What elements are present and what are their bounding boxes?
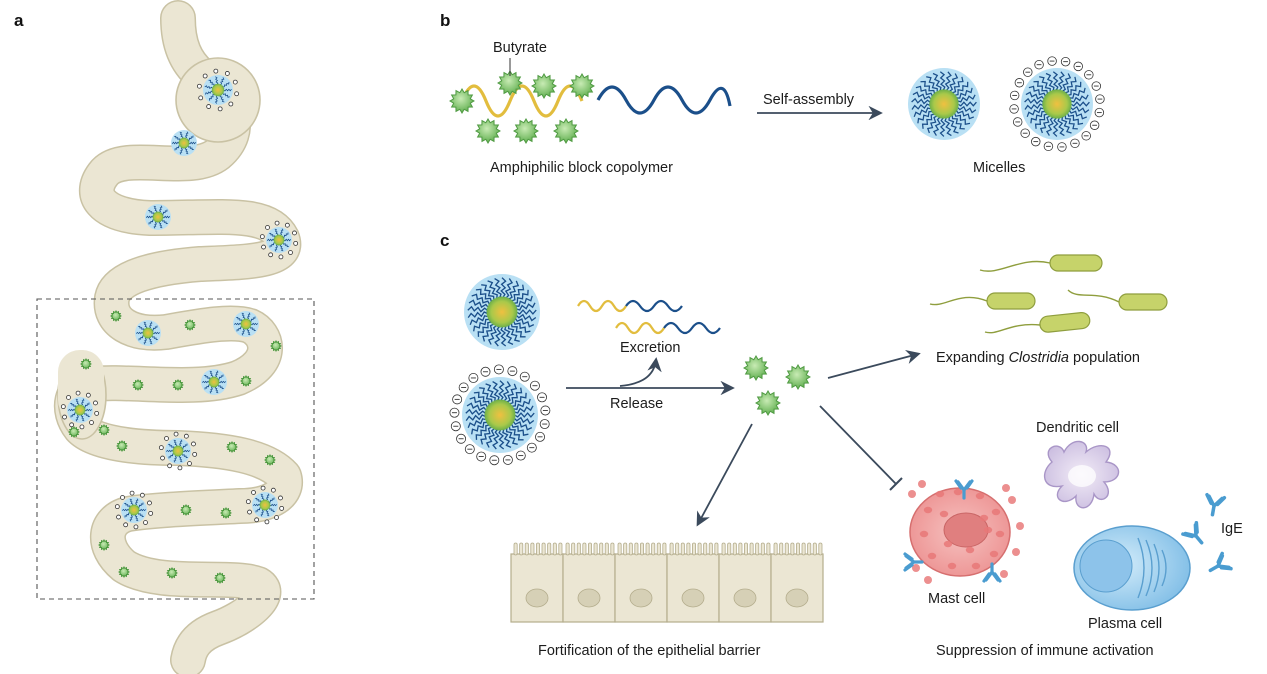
- butyrate-star-icon: [743, 355, 769, 381]
- plasma-cell: [1073, 525, 1191, 611]
- gut-diagram: [54, 0, 303, 674]
- gut-micelles: [60, 68, 299, 530]
- micelles-label: Micelles: [973, 160, 1025, 176]
- butyrate-star-icon: [785, 364, 811, 390]
- immune-label: Suppression of immune activation: [936, 643, 1154, 659]
- free-butyrate-molecules: [743, 355, 811, 416]
- butyrate-star-icon: [240, 375, 252, 387]
- gut-butyrate-molecules: [68, 310, 282, 584]
- butyrate-star-icon: [264, 454, 276, 466]
- panel-b-letter: b: [440, 11, 450, 30]
- micelle-icon: [464, 274, 540, 350]
- antibody-icon: [954, 479, 974, 500]
- dendritic-cell-label: Dendritic cell: [1036, 420, 1119, 436]
- butyrate-star-icon: [68, 426, 80, 438]
- butyrate-star-icon: [110, 310, 122, 322]
- excretion-label: Excretion: [620, 340, 680, 356]
- suppression-inhibit-arrow: [819, 405, 897, 485]
- antibody-icon: [1181, 492, 1233, 573]
- release-label: Release: [610, 396, 663, 412]
- butyrate-star-icon: [553, 118, 579, 144]
- dendritic-cell: [1043, 440, 1120, 509]
- copolymer-label: Amphiphilic block copolymer: [490, 160, 673, 176]
- butyrate-star-icon: [184, 319, 196, 331]
- antibody-icon: [982, 562, 1002, 583]
- antibody-icon: [903, 552, 924, 572]
- butyrate-star-icon: [80, 358, 92, 370]
- butyrate-star-icon: [513, 118, 539, 144]
- butyrate-star-icon: [270, 340, 282, 352]
- block-copolymer: [449, 58, 732, 144]
- panel-c-letter: c: [440, 231, 449, 250]
- butyrate-star-icon: [220, 507, 232, 519]
- barrier-label: Fortification of the epithelial barrier: [538, 643, 761, 659]
- colon-inset-box: [36, 298, 315, 600]
- butyrate-star-icon: [166, 567, 178, 579]
- antibody-icon: [1181, 520, 1204, 545]
- anionic-micelle-icon: [449, 364, 551, 466]
- butyrate-star-icon: [755, 390, 781, 416]
- released-polymer-chains: [577, 299, 721, 335]
- panel-a-letter: a: [14, 11, 24, 30]
- butyrate-label: Butyrate: [493, 40, 547, 56]
- epithelial-cell-icon: [510, 542, 824, 623]
- butyrate-star-icon: [116, 440, 128, 452]
- ige-label: IgE: [1221, 521, 1243, 537]
- antibody-icon: [1205, 492, 1227, 517]
- butyrate-star-icon: [132, 379, 144, 391]
- antibody-icon: [1208, 551, 1233, 573]
- butyrate-star-icon: [475, 118, 501, 144]
- butyrate-star-icon: [98, 424, 110, 436]
- plasma-cell-label: Plasma cell: [1088, 616, 1162, 632]
- butyrate-star-icon: [214, 572, 226, 584]
- clostridia-label: Expanding Clostridia population: [936, 350, 1140, 366]
- butyrate-star-icon: [569, 73, 595, 99]
- mast-cell: [908, 480, 1024, 584]
- excretion-arrow: [619, 357, 662, 387]
- butyrate-star-icon: [98, 539, 110, 551]
- mast-cell-label: Mast cell: [928, 591, 985, 607]
- bacterium-icon: [929, 254, 1168, 334]
- self-assembly-label: Self-assembly: [763, 92, 855, 108]
- barrier-arrow: [696, 423, 753, 527]
- butyrate-star-icon: [531, 73, 557, 99]
- butyrate-star-icon: [497, 70, 523, 96]
- butyrate-star-icon: [180, 504, 192, 516]
- micelle-icon: [908, 68, 980, 140]
- clostridia-arrow: [827, 350, 921, 379]
- anionic-micelle-icon: [1009, 56, 1105, 152]
- butyrate-star-icon: [449, 88, 475, 114]
- butyrate-star-icon: [226, 441, 238, 453]
- butyrate-star-icon: [172, 379, 184, 391]
- butyrate-star-icon: [118, 566, 130, 578]
